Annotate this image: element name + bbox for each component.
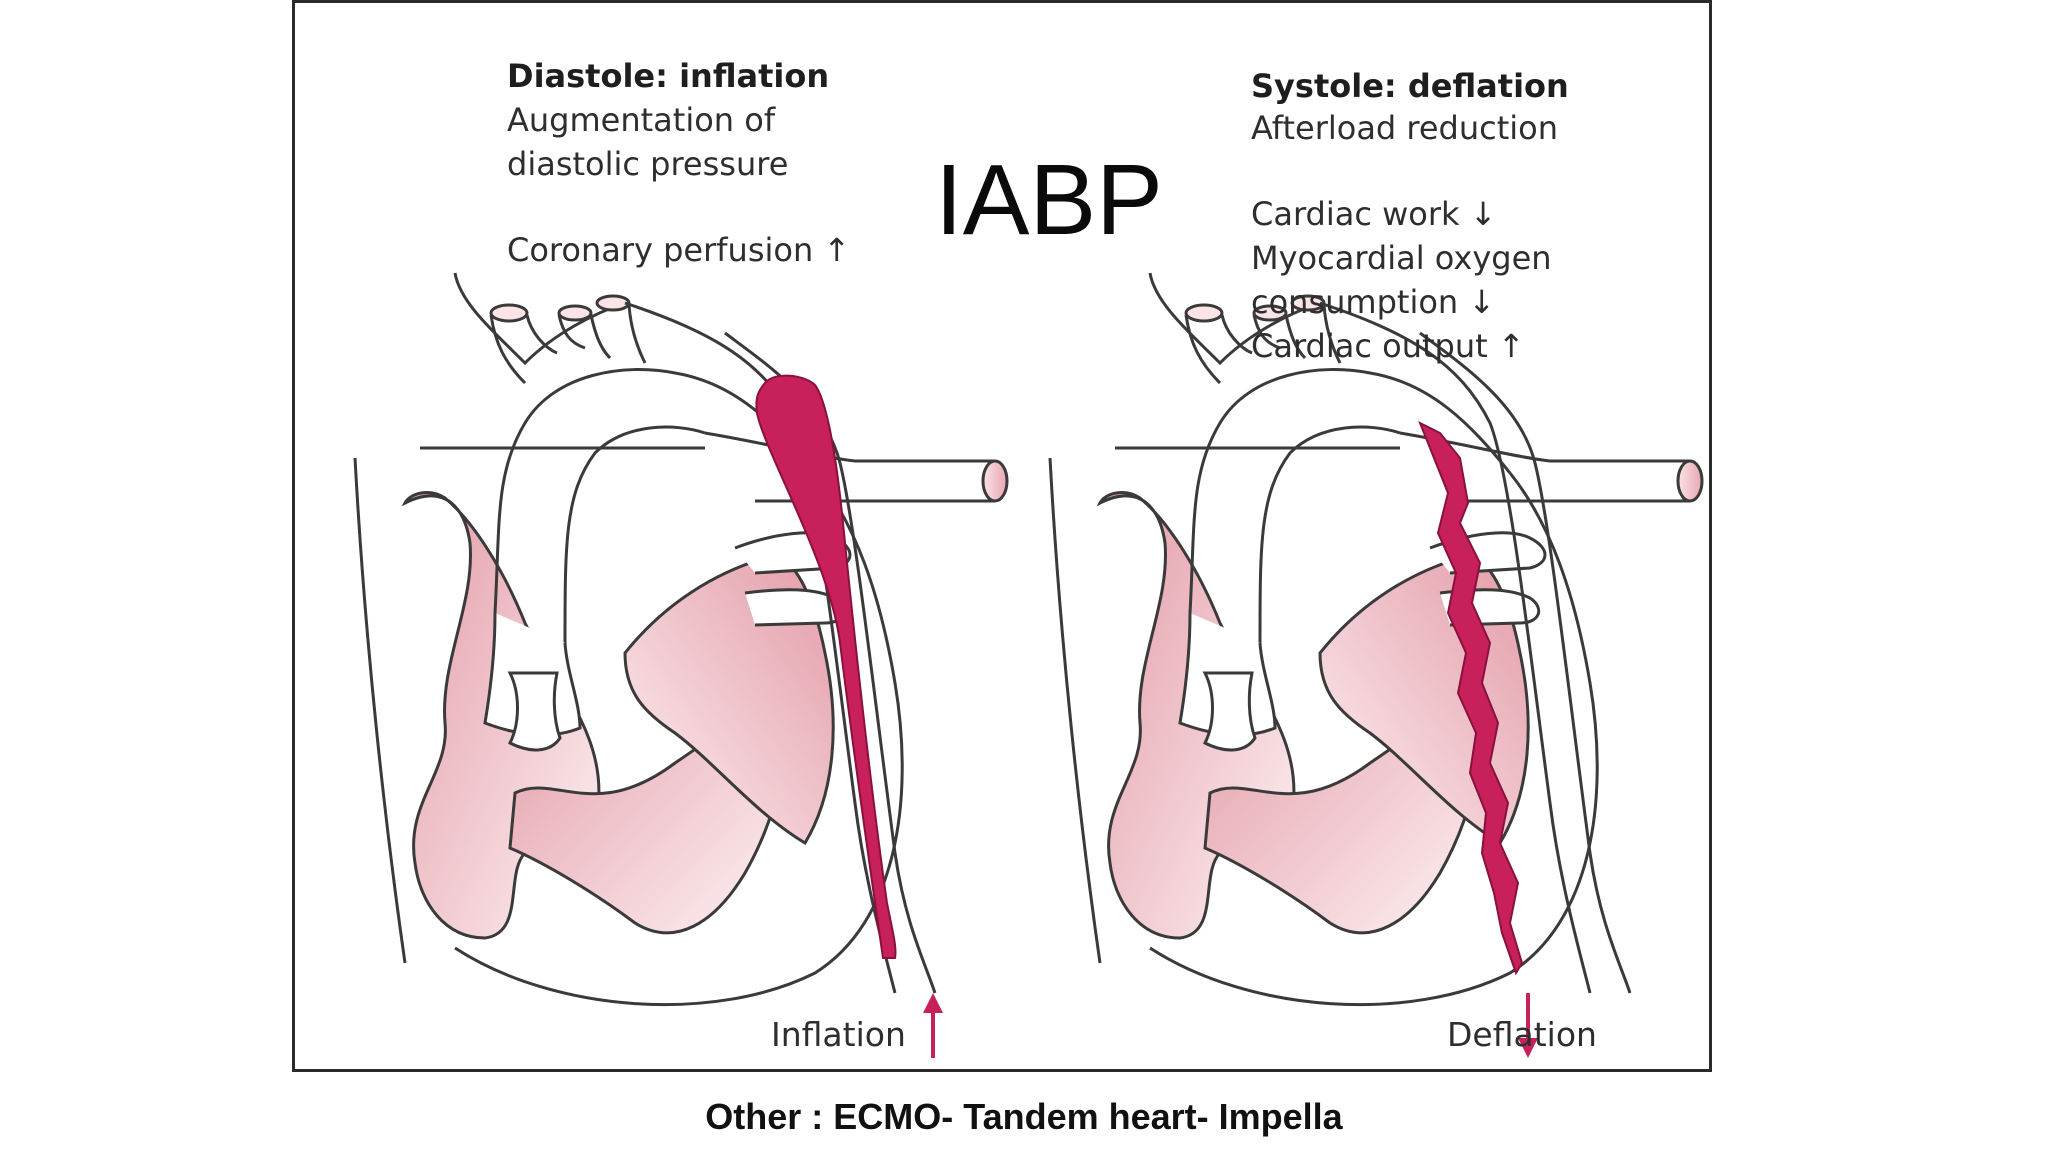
heart-illustrations (353, 271, 1704, 1058)
diastole-line-2: diastolic pressure (507, 145, 789, 183)
systole-line-2: Cardiac work ↓ (1251, 195, 1497, 233)
systole-line-5: Cardiac output ↑ (1251, 327, 1525, 365)
footer-note: Other : ECMO- Tandem heart- Impella (705, 1096, 1343, 1137)
inflated-balloon (755, 374, 897, 959)
systole-line-4: consumption ↓ (1251, 283, 1496, 321)
deflation-label: Deflation (1447, 1015, 1597, 1054)
diastole-line-3: Coronary perfusion ↑ (507, 231, 851, 269)
systole-line-3: Myocardial oxygen (1251, 239, 1552, 277)
systole-heading: Systole: deflation (1251, 67, 1569, 105)
systole-line-1: Afterload reduction (1251, 109, 1559, 147)
diastole-heading: Diastole: inflation (507, 57, 830, 95)
iabp-figure: IABP Diastole: inflation Augmentation of… (292, 0, 1712, 1072)
systole-heart (1048, 271, 1704, 1058)
diagram-title: IABP (935, 144, 1163, 256)
diastole-line-1: Augmentation of (507, 101, 776, 139)
diastole-heart (353, 271, 1009, 1058)
deflated-balloon (1418, 420, 1524, 976)
inflation-label: Inflation (771, 1015, 906, 1054)
